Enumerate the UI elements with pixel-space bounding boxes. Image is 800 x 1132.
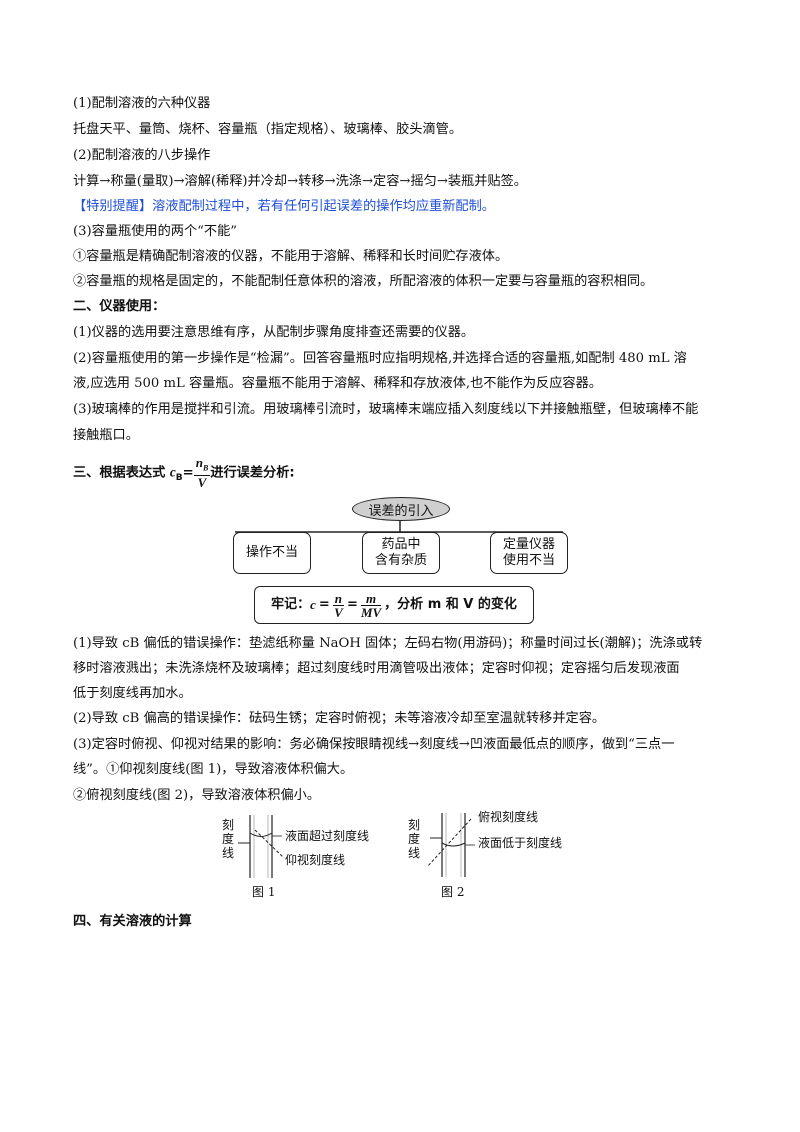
text-line: (2)导致 cB 偏高的错误操作：砝码生锈；定容时俯视；未等溶液冷却至室温就转移… bbox=[73, 711, 606, 726]
text-line: (2)容量瓶使用的第一步操作是“检漏”。回答容量瓶时应指明规格,并选择合适的容量… bbox=[73, 351, 687, 366]
figure-1-scale-label: 刻度线 bbox=[222, 818, 235, 860]
note-label: 【特别提醒】 bbox=[73, 199, 153, 214]
figure-2-scale-label: 刻度线 bbox=[408, 818, 421, 860]
text-line: (1)仪器的选用要注意思维有序，从配制步骤角度排查还需要的仪器。 bbox=[73, 325, 475, 340]
text-line: (3)定容时俯视、仰视对结果的影响：务必确保按眼睛视线→刻度线→凹液面最低点的顺… bbox=[73, 737, 675, 752]
text-line: 液,应选用 500 mL 容量瓶。容量瓶不能用于溶解、稀释和存放液体,也不能作为… bbox=[73, 376, 602, 391]
text-line: (3)容量瓶使用的两个“不能” bbox=[73, 224, 238, 239]
section-heading: 四、有关溶液的计算 bbox=[73, 914, 192, 929]
figure-2-caption: 图 2 bbox=[441, 885, 465, 899]
figure-1-caption: 图 1 bbox=[252, 885, 276, 899]
figure-2-drawing bbox=[426, 813, 475, 877]
text-line: 线”。①仰视刻度线(图 1)，导致溶液体积偏大。 bbox=[73, 762, 354, 777]
diagram-root-node: 误差的引入 bbox=[352, 497, 450, 521]
special-note: 【特别提醒】溶液配制过程中，若有任何引起误差的操作均应重新配制。 bbox=[73, 197, 495, 217]
text-line: ①容量瓶是精确配制溶液的仪器，不能用于溶解、稀释和长时间贮存液体。 bbox=[73, 249, 509, 264]
figure-1-label-view: 仰视刻度线 bbox=[285, 853, 346, 867]
text-line: 低于刻度线再加水。 bbox=[73, 686, 192, 701]
text-line: 接触瓶口。 bbox=[73, 428, 139, 443]
figure-2-label-level: 液面低于刻度线 bbox=[478, 836, 563, 850]
diagram-node-instrument: 定量仪器 使用不当 bbox=[490, 532, 568, 574]
section-heading: 二、仪器使用： bbox=[73, 299, 166, 314]
text-line: (3)玻璃棒的作用是搅拌和引流。用玻璃棒引流时，玻璃棒末端应插入刻度线以下并接触… bbox=[73, 402, 699, 417]
figure-2-label-view: 俯视刻度线 bbox=[478, 810, 539, 824]
text-line: 移时溶液溅出；未洗涤烧杯及玻璃棒；超过刻度线时用滴管吸出液体；定容时仰视；定容摇… bbox=[73, 661, 680, 676]
figure-1-drawing bbox=[238, 815, 285, 878]
diagram-node-impurity: 药品中 含有杂质 bbox=[362, 532, 440, 574]
text-line: ②容量瓶的规格是固定的，不能配制任意体积的溶液，所配溶液的体积一定要与容量瓶的容… bbox=[73, 274, 654, 289]
text-line: ②俯视刻度线(图 2)，导致溶液体积偏小。 bbox=[73, 788, 321, 803]
text-line: (1)配制溶液的六种仪器 bbox=[73, 96, 211, 111]
text-line: 计算→称量(量取)→溶解(稀释)并冷却→转移→洗涤→定容→摇匀→装瓶并贴签。 bbox=[73, 174, 527, 189]
text-line: (1)导致 cB 偏低的错误操作：垫滤纸称量 NaOH 固体；左码右物(用游码)… bbox=[73, 636, 703, 651]
text-line: 托盘天平、量筒、烧杯、容量瓶（指定规格）、玻璃棒、胶头滴管。 bbox=[73, 122, 463, 137]
diagram-node-operation: 操作不当 bbox=[233, 532, 311, 574]
text-line: (2)配制溶液的八步操作 bbox=[73, 148, 211, 163]
figure-1-label-level: 液面超过刻度线 bbox=[285, 829, 370, 843]
note-text: 溶液配制过程中，若有任何引起误差的操作均应重新配制。 bbox=[152, 199, 495, 214]
